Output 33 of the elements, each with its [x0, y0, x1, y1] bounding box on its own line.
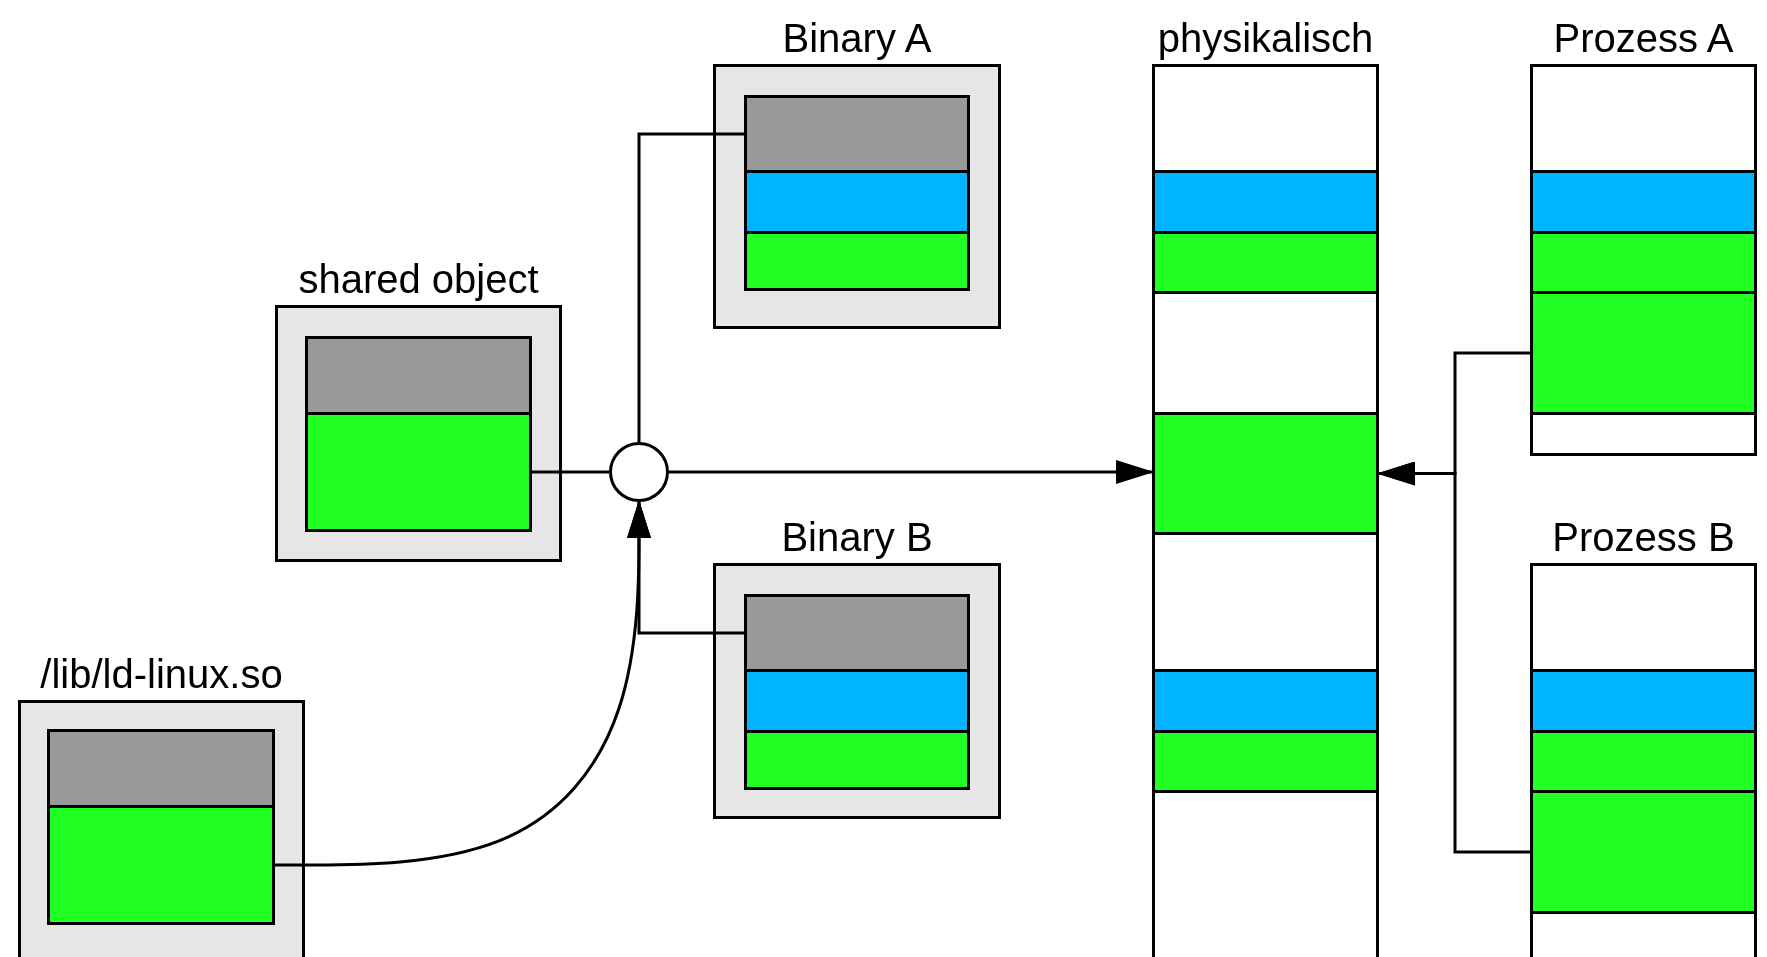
- box-title: shared object: [297, 256, 540, 302]
- box-title: /lib/ld-linux.so: [39, 651, 284, 697]
- box-title: physikalisch: [1156, 15, 1375, 61]
- memory-segment: [744, 170, 970, 234]
- memory-segment: [47, 805, 275, 925]
- junction-circle: [609, 442, 669, 502]
- box-title: Prozess A: [1552, 15, 1735, 61]
- memory-segment: [47, 729, 275, 808]
- memory-segment: [744, 594, 970, 672]
- memory-segment: [744, 231, 970, 291]
- connector-line: [532, 470, 609, 474]
- memory-segment: [1530, 669, 1757, 733]
- memory-segment: [744, 730, 970, 790]
- memory-segment: [1530, 730, 1757, 793]
- arrow: [669, 460, 1154, 484]
- memory-segment: [1530, 170, 1757, 234]
- memory-segment: [744, 669, 970, 733]
- box-title: Binary A: [781, 15, 933, 61]
- memory-segment: [1530, 231, 1757, 294]
- arrow: [275, 500, 651, 867]
- memory-segment: [1152, 412, 1379, 535]
- connector-line: [637, 132, 744, 442]
- memory-segment: [305, 336, 532, 415]
- box-title: Binary B: [780, 514, 934, 560]
- memory-segment: [1152, 730, 1379, 793]
- box-title: Prozess B: [1551, 514, 1736, 560]
- memory-segment: [1530, 291, 1757, 415]
- memory-segment: [1152, 170, 1379, 234]
- memory-segment: [1152, 669, 1379, 733]
- memory-segment: [305, 412, 532, 532]
- memory-segment: [1152, 231, 1379, 294]
- memory-segment: [744, 95, 970, 173]
- memory-segment: [1530, 790, 1757, 914]
